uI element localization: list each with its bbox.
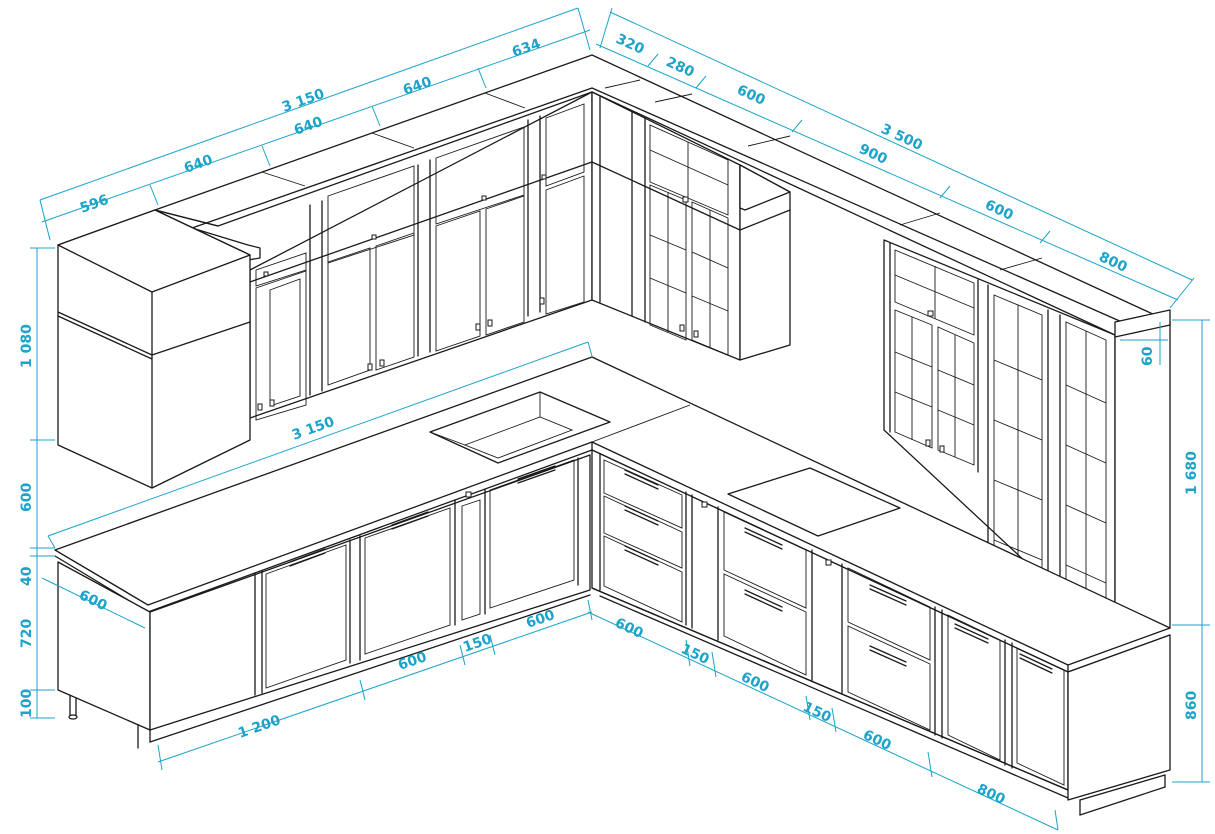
dim-left-1080: 1 080 [19,324,35,368]
dim-top-right-600b: 600 [982,197,1015,224]
dim-bottom-left-600b: 600 [524,607,557,632]
dim-top-left-634: 634 [510,36,543,61]
dim-left-600: 600 [19,483,35,512]
dim-top-right-900: 900 [856,141,889,168]
dim-right-60: 60 [1140,346,1156,366]
dim-bottom-right-600a: 600 [612,615,645,642]
dim-bottom-left-1200: 1 200 [236,712,283,741]
dim-top-left-640a: 640 [182,152,215,177]
dim-bottom-right-600b: 600 [738,669,771,696]
base-cabinets [54,356,1171,816]
dim-top-left-640b: 640 [292,114,325,139]
dim-left-40: 40 [19,566,35,586]
dim-top-left-640c: 640 [401,74,434,99]
dim-right-860: 860 [1184,691,1200,720]
upper-cabinets [57,54,1171,646]
dim-right-1680: 1 680 [1184,451,1200,495]
dim-bottom-right-150b: 150 [800,699,833,726]
dim-top-right-280: 280 [663,54,696,81]
dim-top-right-600a: 600 [734,82,767,109]
dim-bottom-right-150a: 150 [678,641,711,668]
dim-top-left-total: 3 150 [280,86,327,116]
dim-counter-3150: 3 150 [290,414,337,444]
dimension-lines [30,7,1210,831]
dim-top-right-total: 3 500 [878,121,925,154]
dim-top-left-596: 596 [78,192,111,217]
dim-left-100: 100 [19,689,35,718]
dim-left-720: 720 [19,619,35,648]
dim-bottom-right-600c: 600 [860,727,893,754]
dim-bottom-left-150: 150 [461,631,494,656]
